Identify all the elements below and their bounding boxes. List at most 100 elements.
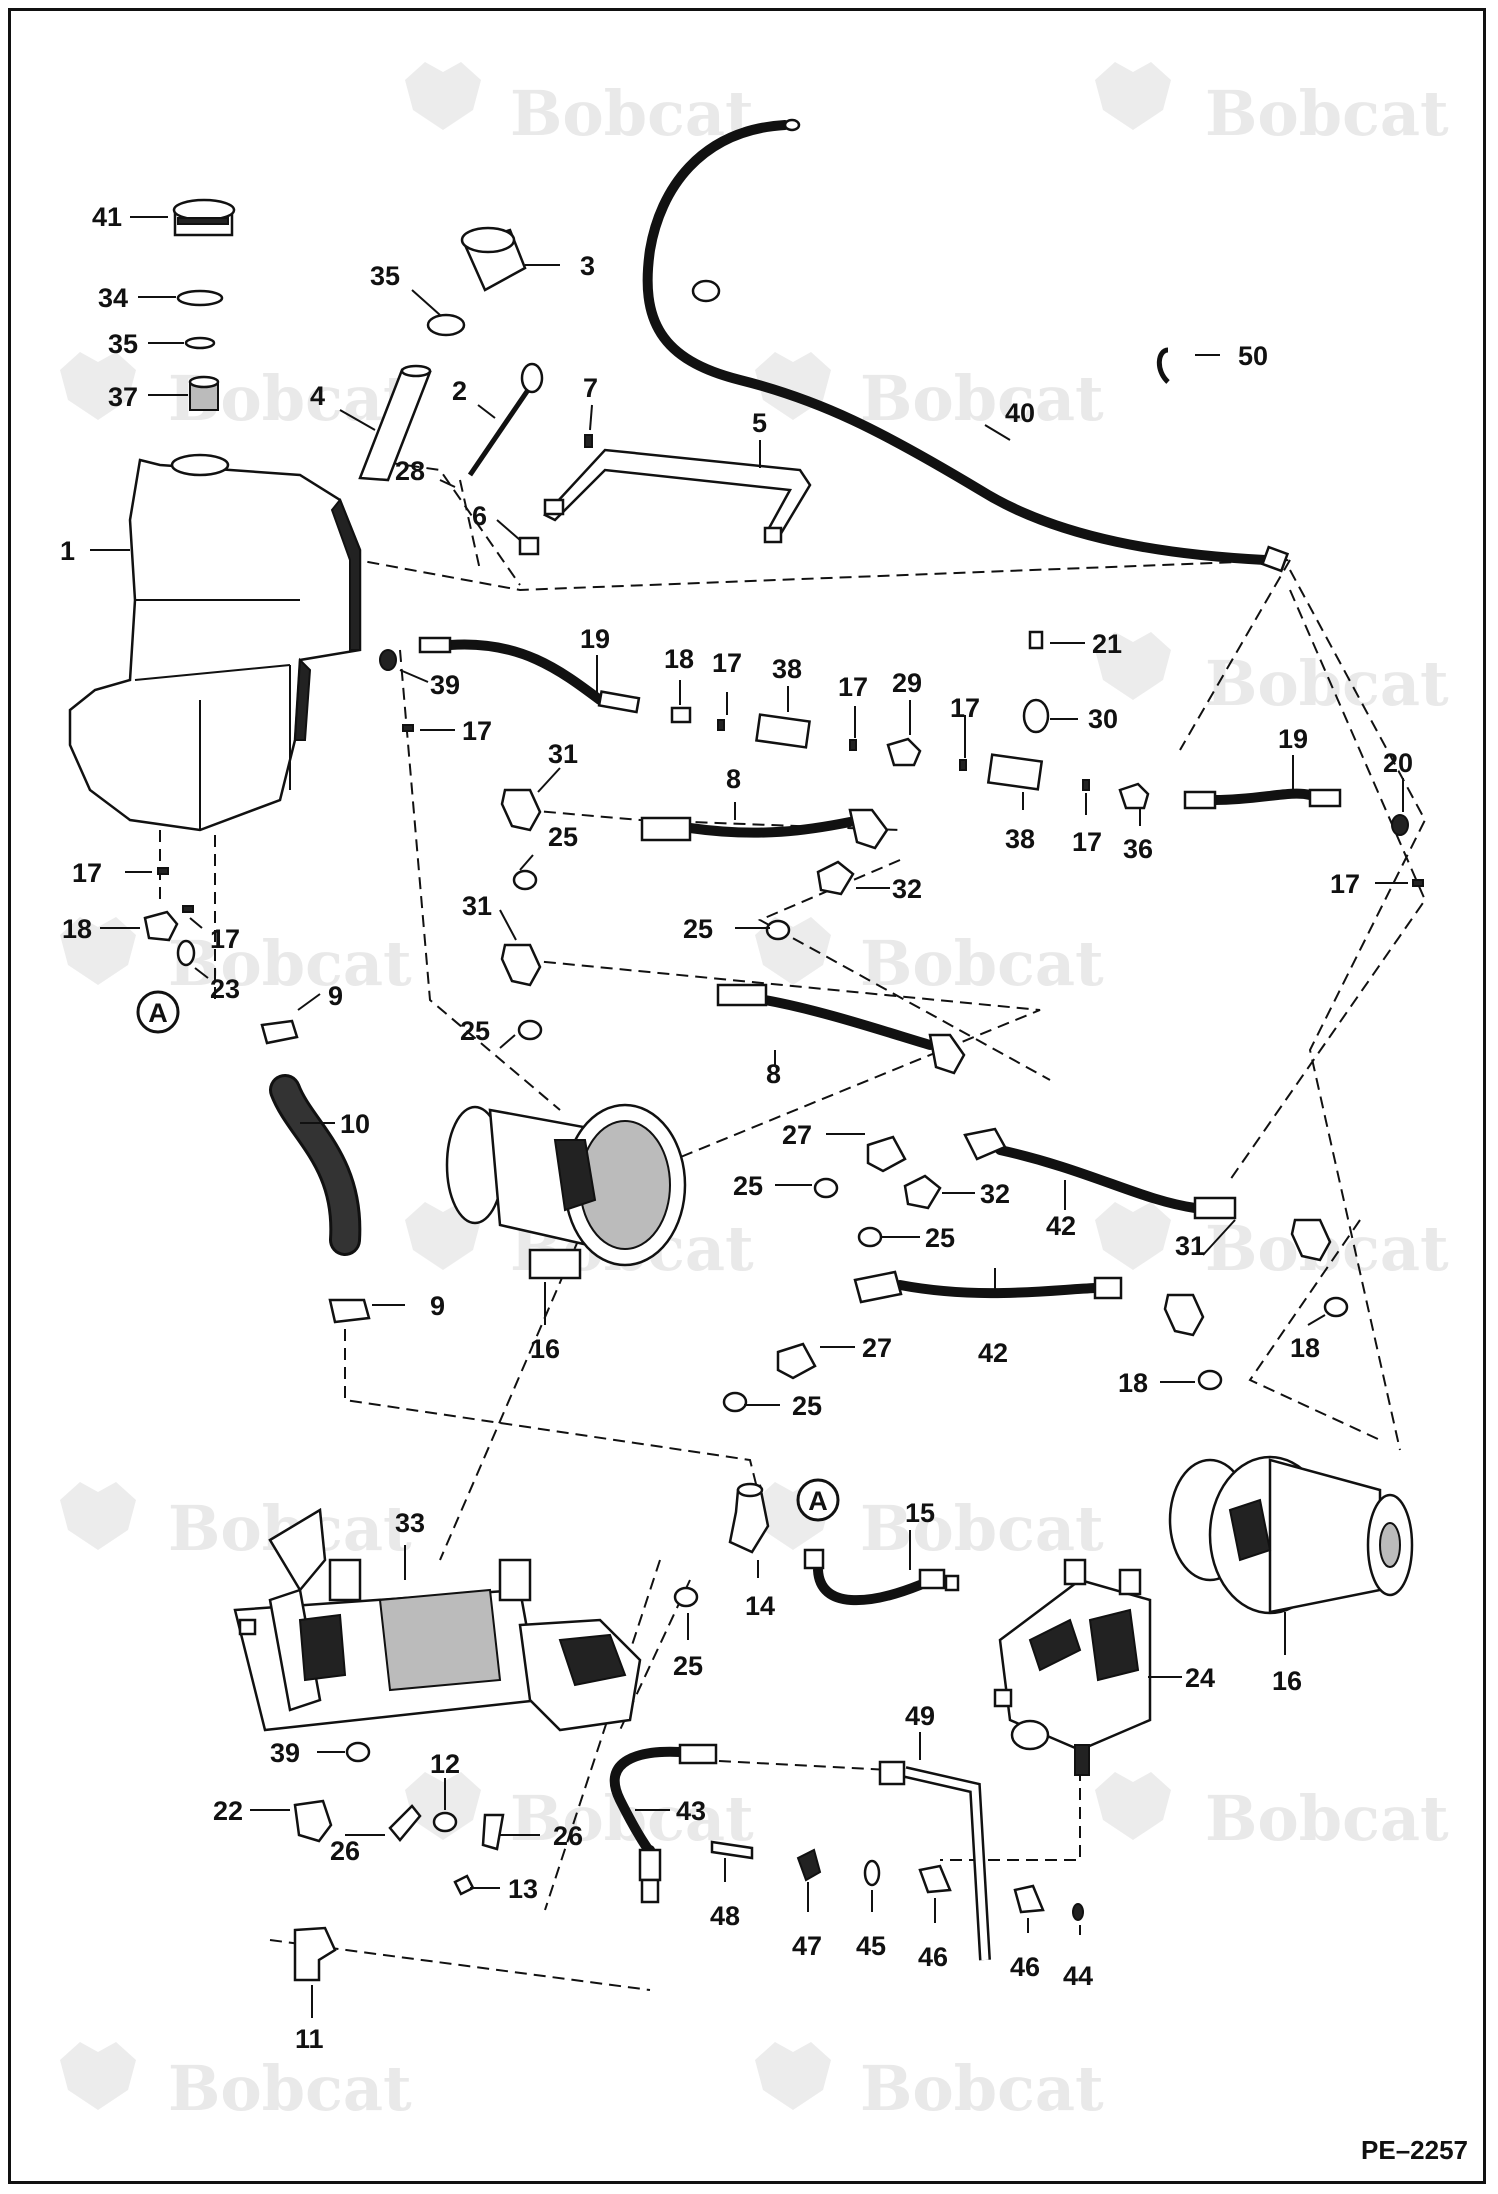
callout-31c: 31 xyxy=(1175,1231,1205,1261)
svg-text:Bobcat: Bobcat xyxy=(1205,647,1449,720)
callout-20: 20 xyxy=(1383,748,1413,778)
callout-4: 4 xyxy=(310,381,325,411)
upper-hose-19b xyxy=(1183,788,1342,810)
callout-10: 10 xyxy=(340,1109,370,1139)
hydraulic-reservoir xyxy=(68,453,362,832)
hose-42-upper xyxy=(963,1127,1237,1220)
leader-lines xyxy=(90,216,1408,2018)
callout-18c: 18 xyxy=(1290,1333,1320,1363)
callout-25g: 25 xyxy=(673,1651,703,1681)
callout-36: 36 xyxy=(1123,834,1153,864)
callout-17: 17 xyxy=(712,648,742,678)
drive-motor-left xyxy=(445,1103,687,1280)
svg-text:Bobcat: Bobcat xyxy=(510,77,754,150)
watermark-5: Bobcat xyxy=(1095,632,1449,720)
clamp-50 xyxy=(1156,347,1170,384)
breather-cap xyxy=(460,226,527,292)
watermark-1: Bobcat xyxy=(405,62,754,150)
elbow-22 xyxy=(293,1799,333,1843)
callout-26: 26 xyxy=(330,1836,360,1866)
callout-17g: 17 xyxy=(72,858,102,888)
callout-32: 32 xyxy=(892,874,922,904)
callout-17h: 17 xyxy=(210,924,240,954)
svg-text:Bobcat: Bobcat xyxy=(860,362,1104,435)
callout-13: 13 xyxy=(508,1874,538,1904)
svg-text:Bobcat: Bobcat xyxy=(1205,77,1449,150)
watermark-13: Bobcat xyxy=(1095,1772,1449,1855)
hose-42-lower xyxy=(853,1270,1123,1304)
connection-a-upper: A xyxy=(136,990,180,1034)
callout-16b: 16 xyxy=(1272,1666,1302,1696)
callout-35: 35 xyxy=(108,329,138,359)
watermark-layer: Bobcat Bobcat Bobcat Bobcat Bobcat Bobca… xyxy=(60,62,1449,2125)
suction-hose-10 xyxy=(269,1074,362,1256)
callout-labels: 41 34 35 37 1 35 3 4 2 7 28 5 6 40 50 21… xyxy=(60,202,1413,2054)
callout-21: 21 xyxy=(1092,629,1122,659)
callout-27b: 27 xyxy=(862,1333,892,1363)
callout-46: 46 xyxy=(918,1942,948,1972)
hydrostatic-pump xyxy=(233,1507,642,1732)
watermark-2: Bobcat xyxy=(1095,62,1449,150)
watermark-10: Bobcat xyxy=(60,1482,412,1565)
connection-a-lower: A xyxy=(796,1478,840,1522)
clamp-26b xyxy=(481,1813,505,1851)
hose-8-upper xyxy=(640,808,889,850)
callout-44: 44 xyxy=(1063,1961,1093,1991)
callout-1: 1 xyxy=(60,536,75,566)
o-rings xyxy=(345,869,1349,1833)
svg-text:Bobcat: Bobcat xyxy=(860,2052,1104,2125)
callout-18: 18 xyxy=(664,644,694,674)
nut-6 xyxy=(518,536,540,556)
spacer-30 xyxy=(1022,698,1050,734)
callout-17f: 17 xyxy=(1330,869,1360,899)
callout-9b: 9 xyxy=(430,1291,445,1321)
callout-39b: 39 xyxy=(270,1738,300,1768)
bolt-7 xyxy=(584,434,593,448)
callout-43: 43 xyxy=(676,1796,706,1826)
clamp-26a xyxy=(388,1804,422,1842)
watermark-15: Bobcat xyxy=(755,2042,1104,2125)
callout-34: 34 xyxy=(98,283,128,313)
callout-31b: 31 xyxy=(462,891,492,921)
callout-5: 5 xyxy=(752,408,767,438)
fitting-20 xyxy=(1391,814,1409,836)
callout-25: 25 xyxy=(548,822,578,852)
fill-cap xyxy=(172,198,236,237)
seal-34 xyxy=(176,289,224,307)
gasket-35 xyxy=(426,313,466,337)
coupler-38b xyxy=(986,753,1044,791)
adapter-27b xyxy=(776,1342,817,1380)
callout-8: 8 xyxy=(726,764,741,794)
callout-17b: 17 xyxy=(838,672,868,702)
hose-8-lower xyxy=(716,983,966,1075)
callout-7: 7 xyxy=(583,373,598,403)
callout-48: 48 xyxy=(710,1901,740,1931)
clamp-9a xyxy=(260,1019,299,1045)
screw-13 xyxy=(453,1874,475,1896)
callout-8b: 8 xyxy=(766,1059,781,1089)
fitting-39 xyxy=(379,649,397,671)
adapter-32b xyxy=(903,1174,942,1210)
watermark-14: Bobcat xyxy=(60,2042,412,2125)
callout-18d: 18 xyxy=(1118,1368,1148,1398)
callout-30: 30 xyxy=(1088,704,1118,734)
callout-35b: 35 xyxy=(370,261,400,291)
fitting-18b xyxy=(143,910,179,942)
callout-25f: 25 xyxy=(792,1391,822,1421)
nut-44 xyxy=(1072,1903,1084,1921)
callout-49: 49 xyxy=(905,1701,935,1731)
callout-11: 11 xyxy=(295,2024,324,2054)
adapter-32a xyxy=(816,860,855,896)
o-ring xyxy=(691,279,721,303)
svg-text:Bobcat: Bobcat xyxy=(860,1492,1104,1565)
callout-39: 39 xyxy=(430,670,460,700)
callout-26b: 26 xyxy=(553,1821,583,1851)
callout-25b: 25 xyxy=(683,914,713,944)
washer-47 xyxy=(796,1848,822,1882)
elbow-31a xyxy=(500,788,542,832)
clamp-46a xyxy=(918,1864,952,1894)
callout-46b: 46 xyxy=(1010,1952,1040,1982)
dipstick xyxy=(467,362,544,477)
case-drain-hose xyxy=(642,118,1290,573)
